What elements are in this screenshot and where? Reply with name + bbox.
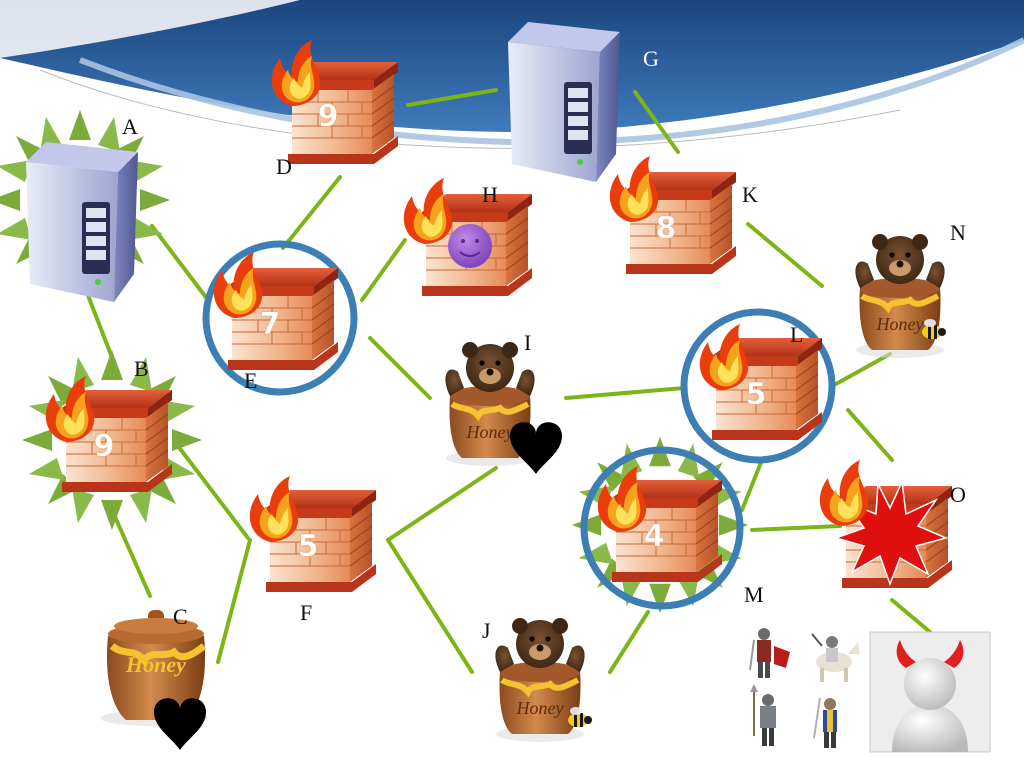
fire-icon <box>819 460 869 526</box>
server-icon <box>508 22 620 182</box>
node-i-bear-honey-pot[interactable] <box>445 342 562 474</box>
edge-c-f <box>216 538 252 664</box>
edge-d-g <box>406 88 498 107</box>
edge-f-i <box>386 466 498 542</box>
node-label-e: E <box>244 368 258 393</box>
teddy-bear-honey-pot-icon <box>855 234 944 358</box>
node-g-server[interactable] <box>508 22 620 182</box>
fire-icon <box>609 156 659 222</box>
node-label-h: H <box>482 182 498 207</box>
edge-e-i <box>368 336 432 400</box>
node-o-firewall[interactable] <box>819 460 953 589</box>
node-l-firewall[interactable]: 5 <box>699 324 823 441</box>
edge-a-e <box>150 224 210 302</box>
edge-l-o <box>846 408 894 462</box>
smiley-icon <box>448 224 492 268</box>
devil-avatar-icon <box>892 640 968 752</box>
edge-l-m <box>740 458 764 512</box>
edge-g-k <box>633 90 680 154</box>
edge-e-h <box>360 238 407 302</box>
node-j-bear-honey-pot[interactable] <box>495 618 592 742</box>
node-l-value: 5 <box>746 377 767 412</box>
node-m-value: 4 <box>644 519 665 554</box>
server-icon <box>26 142 138 302</box>
edge-n-l <box>834 352 892 386</box>
node-label-d: D <box>276 154 292 179</box>
edge-o-attacker <box>890 598 932 634</box>
node-k-value: 8 <box>656 211 677 246</box>
node-c-honey-pot[interactable]: Honey <box>100 610 208 750</box>
edge-b-f <box>176 444 250 540</box>
fire-icon <box>213 252 263 318</box>
node-e-firewall[interactable]: 7 <box>213 252 339 371</box>
bee-icon <box>568 707 592 727</box>
edge-k-n <box>746 222 824 288</box>
edge-b-c <box>110 508 152 598</box>
node-a-server[interactable] <box>26 142 138 302</box>
node-label-l: L <box>790 322 804 347</box>
node-label-j: J <box>482 618 491 643</box>
connection-lines <box>80 88 932 674</box>
node-f-value: 5 <box>298 529 319 564</box>
node-label-o: O <box>950 482 966 507</box>
edge-d-e <box>281 175 342 250</box>
node-m-firewall[interactable]: 4 <box>597 466 723 583</box>
edge-f-j <box>386 538 474 674</box>
attacker-devil-avatar[interactable] <box>869 631 991 753</box>
node-label-f: F <box>300 600 313 625</box>
node-label-b: B <box>134 356 149 381</box>
node-d-firewall[interactable]: 9 <box>271 40 399 165</box>
knight-on-horse-icon <box>811 633 860 682</box>
node-b-firewall[interactable]: 9 <box>45 376 173 493</box>
node-label-m: M <box>744 582 764 607</box>
node-label-i: I <box>524 330 532 355</box>
guard-icon <box>813 697 837 748</box>
node-label-a: A <box>122 114 138 139</box>
node-n-bear-honey-pot[interactable] <box>855 234 946 358</box>
knight-icon <box>749 628 790 678</box>
node-label-k: K <box>742 182 758 207</box>
node-h-firewall[interactable] <box>403 178 533 297</box>
edge-m-o <box>750 524 842 532</box>
soldier-icon <box>750 684 776 746</box>
fire-icon <box>249 476 299 542</box>
heart-icon <box>510 422 562 474</box>
node-m-selection-ring <box>580 446 744 610</box>
node-b-value: 9 <box>94 429 115 464</box>
node-e-value: 7 <box>260 307 281 342</box>
node-e-selection-ring <box>202 240 358 396</box>
svg-text:Honey: Honey <box>125 652 186 677</box>
node-label-n: N <box>950 220 966 245</box>
node-l-selection-ring <box>680 308 836 464</box>
node-label-g: G <box>643 46 659 71</box>
bee-icon <box>922 319 946 339</box>
attacker-minions <box>749 628 860 748</box>
node-label-c: C <box>173 604 188 629</box>
node-k-firewall[interactable]: 8 <box>609 156 737 275</box>
explosion-icon <box>833 479 949 587</box>
edge-i-l <box>564 386 686 400</box>
node-f-firewall[interactable]: 5 <box>249 476 377 593</box>
edge-j-m <box>608 610 650 674</box>
fire-icon <box>403 178 453 244</box>
node-d-value: 9 <box>318 99 339 134</box>
